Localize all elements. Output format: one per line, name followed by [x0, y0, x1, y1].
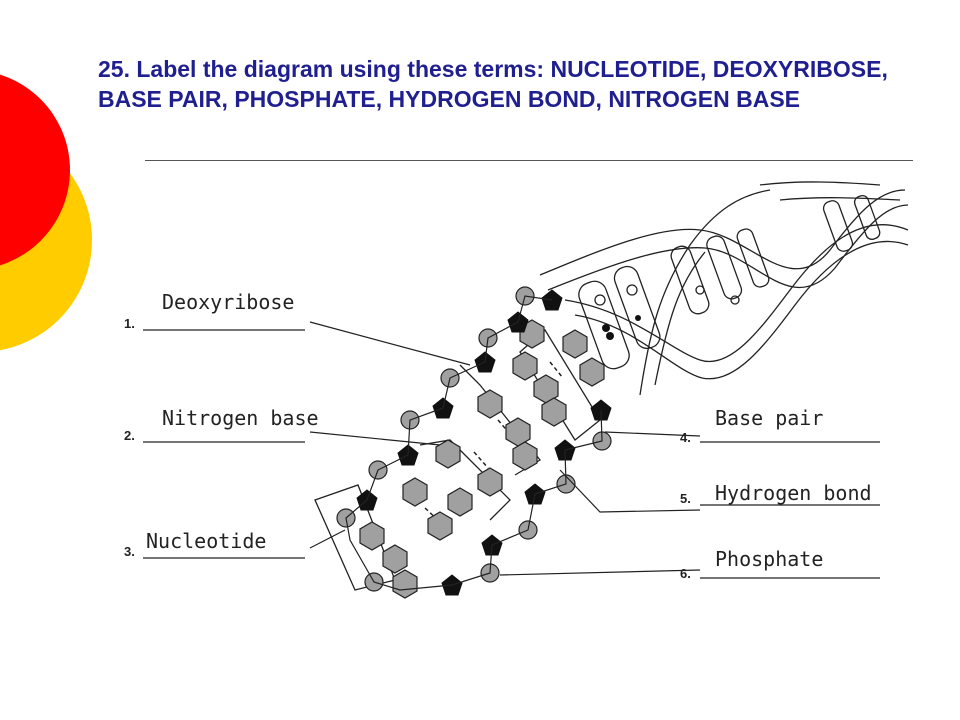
- backbone: [345, 295, 603, 591]
- svg-text:6.: 6.: [680, 566, 691, 581]
- decorative-circles: [0, 74, 92, 351]
- svg-text:5.: 5.: [680, 491, 691, 506]
- answer-4: Base pair: [715, 406, 824, 430]
- answer-2: Nitrogen base: [162, 406, 319, 430]
- title-divider: [145, 160, 913, 161]
- svg-text:2.: 2.: [124, 428, 135, 443]
- leader-lines: [309, 321, 701, 576]
- question-title: 25. Label the diagram using these terms:…: [98, 56, 888, 112]
- svg-text:4.: 4.: [680, 430, 691, 445]
- answer-3: Nucleotide: [146, 529, 267, 553]
- helix-upper: [539, 181, 909, 396]
- answer-blanks: [143, 329, 880, 579]
- answer-1: Deoxyribose: [162, 290, 295, 314]
- label-slots: 1. 2. 3. 4. 5. 6.: [124, 316, 691, 581]
- svg-text:3.: 3.: [124, 544, 135, 559]
- answer-5: Hydrogen bond: [715, 481, 872, 505]
- answer-6: Phosphate: [715, 547, 824, 571]
- red-circle: [0, 74, 70, 266]
- svg-text:1.: 1.: [124, 316, 135, 331]
- nitrogen-bases: [359, 319, 605, 599]
- helix-markers: [602, 315, 641, 340]
